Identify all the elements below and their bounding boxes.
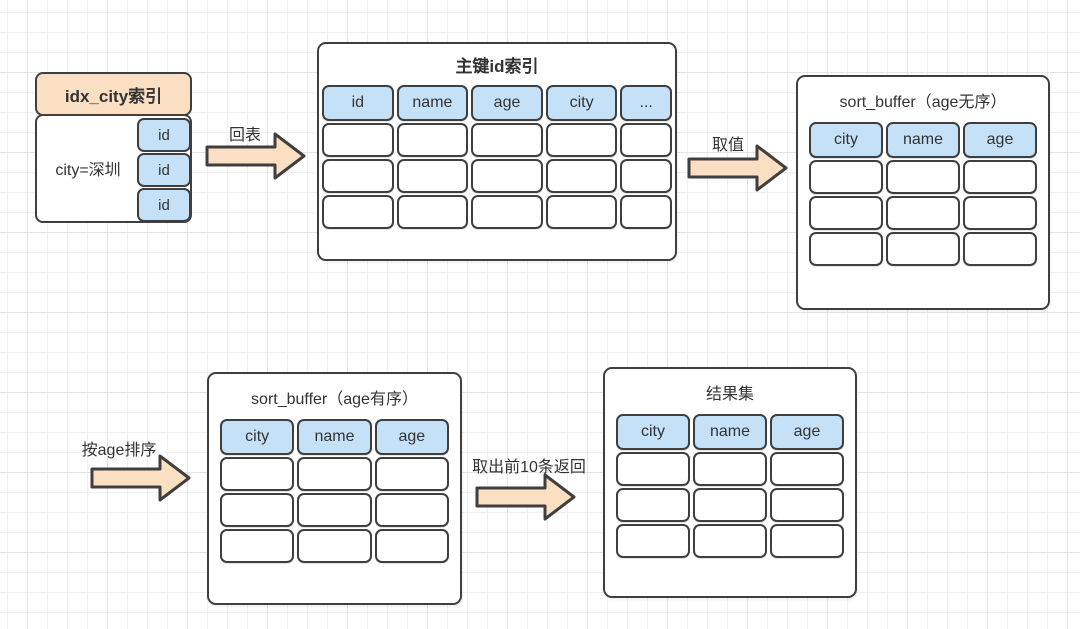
fetch-values-arrow-icon (687, 144, 788, 192)
sort-buffer-unsorted-title: sort_buffer（age无序） (839, 93, 1007, 111)
empty-data-cell (322, 195, 394, 229)
sort-by-age-arrow-icon (90, 454, 191, 502)
result-set-title: 结果集 (705, 385, 754, 403)
empty-data-cell (374, 529, 449, 563)
id-cell: id (137, 118, 191, 152)
sort-buffer-sorted-title: sort_buffer（age有序） (251, 390, 418, 408)
empty-data-cell (963, 232, 1037, 266)
return-top10-arrow-icon (475, 473, 576, 521)
empty-data-cell (471, 159, 543, 193)
primary-table-title: 主键id索引 (455, 57, 539, 76)
column-header-cell: name (297, 419, 372, 455)
empty-data-cell (297, 493, 372, 527)
empty-data-cell (620, 123, 672, 157)
empty-data-cell (297, 457, 372, 491)
return-top10-label: 取出前10条返回 (472, 459, 586, 476)
fetch-values-label: 取值 (711, 137, 744, 154)
empty-data-cell (693, 524, 767, 558)
empty-data-cell (220, 493, 295, 527)
empty-data-cell (809, 160, 883, 194)
back-to-table-label: 回表 (228, 127, 261, 144)
id-cell: id (137, 188, 191, 222)
column-header-cell: city (545, 85, 618, 121)
column-header-cell: id (322, 85, 394, 121)
empty-data-cell (886, 196, 960, 230)
empty-data-cell (963, 160, 1037, 194)
empty-data-cell (471, 195, 543, 229)
empty-data-cell (220, 457, 295, 491)
empty-data-cell (322, 123, 394, 157)
column-header-cell: city (616, 414, 690, 450)
column-header-cell: city (809, 122, 883, 158)
empty-data-cell (693, 452, 767, 486)
empty-data-cell (620, 195, 672, 229)
empty-data-cell (616, 524, 690, 558)
empty-data-cell (963, 196, 1037, 230)
column-header-cell: ... (620, 85, 672, 121)
id-cell-stack: id id id (137, 118, 191, 222)
empty-data-cell (809, 196, 883, 230)
idx-city-index-title: idx_city索引 (35, 72, 192, 116)
empty-data-cell (809, 232, 883, 266)
empty-data-cell (220, 529, 295, 563)
column-header-cell: age (770, 414, 844, 450)
empty-data-cell (396, 123, 469, 157)
id-cell: id (137, 153, 191, 187)
column-header-cell: name (886, 122, 960, 158)
back-to-table-arrow-icon (205, 132, 306, 180)
empty-data-cell (770, 488, 844, 522)
empty-data-cell (886, 160, 960, 194)
empty-data-cell (297, 529, 372, 563)
empty-data-cell (620, 159, 672, 193)
empty-data-cell (616, 488, 690, 522)
empty-data-cell (545, 195, 618, 229)
empty-data-cell (886, 232, 960, 266)
column-header-cell: age (374, 419, 449, 455)
empty-data-cell (396, 159, 469, 193)
empty-data-cell (374, 493, 449, 527)
empty-data-cell (545, 123, 618, 157)
column-header-cell: age (963, 122, 1037, 158)
city-condition-label: city=深圳 (55, 162, 121, 179)
column-header-cell: name (693, 414, 767, 450)
column-header-cell: age (471, 85, 543, 121)
empty-data-cell (471, 123, 543, 157)
empty-data-cell (322, 159, 394, 193)
sort-by-age-label: 按age排序 (81, 442, 157, 459)
empty-data-cell (693, 488, 767, 522)
empty-data-cell (770, 452, 844, 486)
empty-data-cell (396, 195, 469, 229)
empty-data-cell (545, 159, 618, 193)
column-header-cell: city (220, 419, 295, 455)
empty-data-cell (616, 452, 690, 486)
empty-data-cell (374, 457, 449, 491)
idx-city-index-body: city=深圳 id id id (35, 114, 192, 223)
empty-data-cell (770, 524, 844, 558)
column-header-cell: name (396, 85, 469, 121)
